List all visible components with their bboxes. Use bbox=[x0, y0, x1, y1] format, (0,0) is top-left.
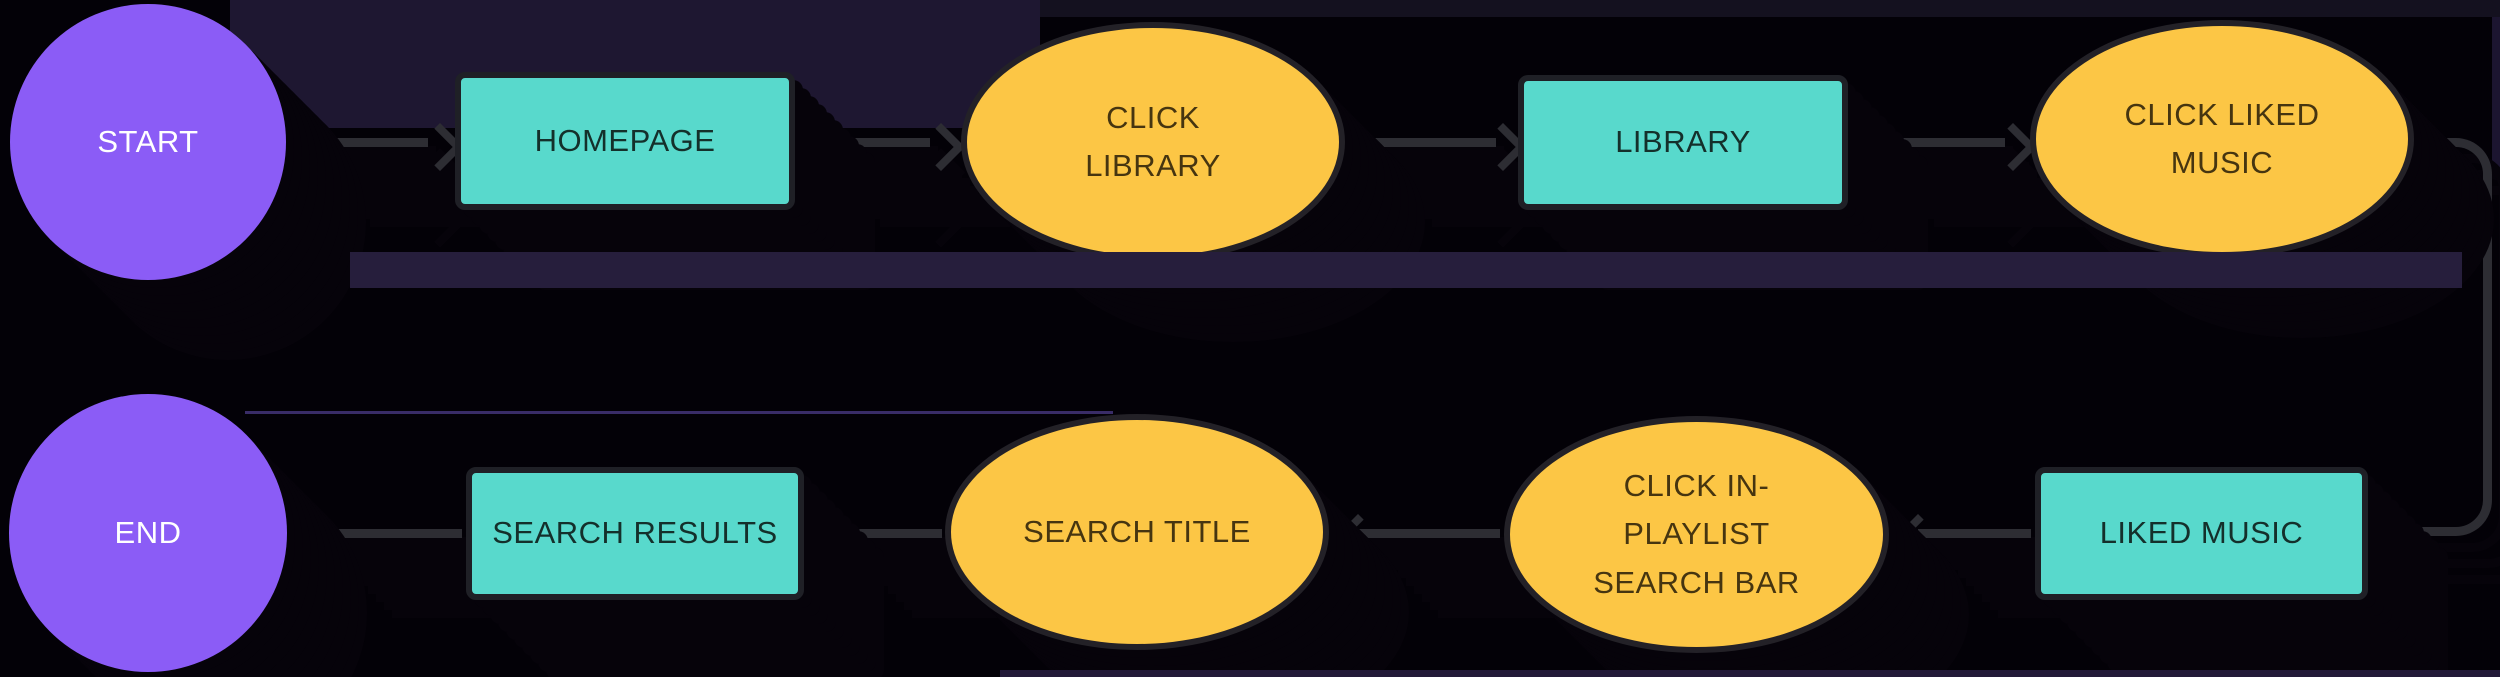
arrow-search-results-to-end-line bbox=[312, 529, 462, 538]
arrow-homepage-to-click-library-head-icon bbox=[916, 122, 966, 172]
node-library-label: LIBRARY bbox=[1615, 124, 1751, 160]
node-liked-music: LIKED MUSIC bbox=[2035, 467, 2368, 600]
node-end-label: END bbox=[114, 514, 182, 550]
node-library: LIBRARY bbox=[1518, 75, 1848, 210]
arrow-click-in-playlist-to-search-title-line bbox=[1358, 529, 1500, 538]
node-click-library-label: CLICK LIBRARY bbox=[1085, 99, 1221, 183]
arrow-click-library-to-library-line bbox=[1352, 138, 1496, 147]
node-homepage-label: HOMEPAGE bbox=[534, 122, 716, 158]
node-homepage: HOMEPAGE bbox=[455, 72, 795, 210]
arrow-homepage-to-click-library-line bbox=[800, 138, 930, 147]
node-start: START bbox=[10, 4, 286, 280]
node-search-results-label: SEARCH RESULTS bbox=[492, 515, 778, 551]
background-band-right-edge bbox=[2492, 17, 2500, 172]
background-band-top-strip bbox=[1040, 0, 2500, 17]
node-click-in-playlist-search-bar-label: CLICK IN-PLAYLIST SEARCH BAR bbox=[1593, 468, 1800, 600]
arrow-library-to-click-liked-music-line bbox=[1854, 138, 2005, 147]
background-stripe-middle bbox=[350, 252, 2462, 288]
arrow-start-to-homepage-line bbox=[290, 138, 428, 147]
node-start-label: START bbox=[97, 123, 199, 159]
node-click-library: CLICK LIBRARY bbox=[961, 22, 1345, 262]
arrow-click-in-playlist-to-search-title-head-icon bbox=[1333, 513, 1383, 563]
node-search-title-label: SEARCH TITLE bbox=[1023, 513, 1251, 549]
background-stripe-bottom bbox=[1000, 670, 2500, 677]
node-search-title: SEARCH TITLE bbox=[945, 414, 1329, 650]
node-click-in-playlist-search-bar: CLICK IN-PLAYLIST SEARCH BAR bbox=[1504, 416, 1889, 653]
node-click-liked-music: CLICK LIKED MUSIC bbox=[2030, 20, 2414, 258]
arrow-liked-music-to-click-in-playlist-head-icon bbox=[1893, 513, 1943, 563]
arrow-wrap-connector-bottom-segment bbox=[2394, 339, 2492, 536]
arrow-wrap-connector-top-segment bbox=[2415, 138, 2492, 339]
node-click-liked-music-label: CLICK LIKED MUSIC bbox=[2124, 96, 2320, 180]
node-liked-music-label: LIKED MUSIC bbox=[2099, 515, 2304, 551]
arrow-search-title-to-search-results-line bbox=[832, 529, 942, 538]
node-end: END bbox=[9, 394, 287, 672]
background-thin-line bbox=[245, 411, 1113, 414]
arrow-search-results-to-end-head-icon bbox=[287, 513, 337, 563]
arrow-liked-music-to-click-in-playlist-line bbox=[1918, 529, 2031, 538]
arrow-search-title-to-search-results-head-icon bbox=[807, 513, 857, 563]
node-search-results: SEARCH RESULTS bbox=[466, 467, 804, 600]
